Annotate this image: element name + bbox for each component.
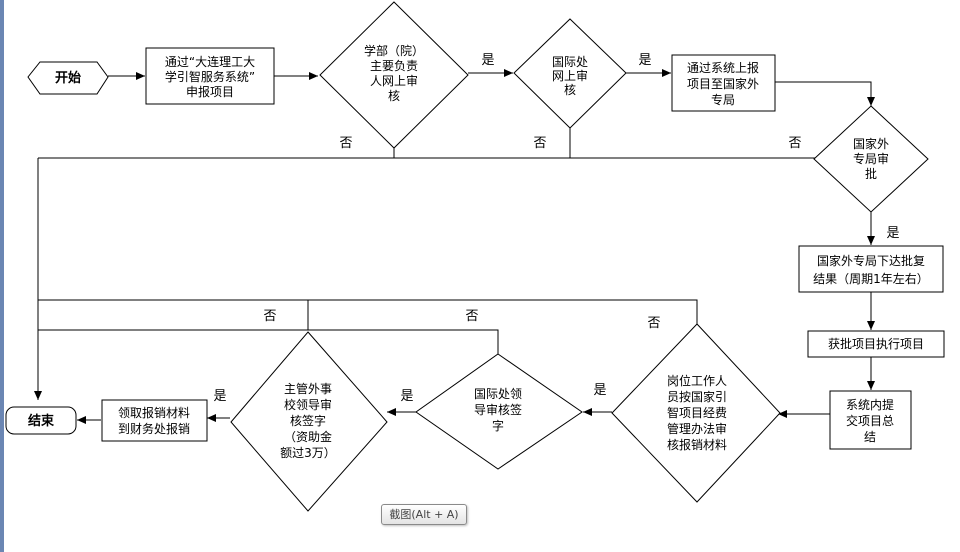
edge-labels: 是 是 是 是 是 是 否 否 否 否 否 否 <box>213 53 899 404</box>
leader-sign-line: 额过3万） <box>280 446 336 460</box>
intl-review-diamond: 国际处网上审核 <box>513 18 627 129</box>
dept-review-line: 核 <box>388 89 400 103</box>
bureau-approve-line: 国家外 <box>853 136 889 151</box>
summary-line: 系统内提 <box>846 397 894 412</box>
submit-box: 通过“大连理工大学引智服务系统”申报项目 <box>145 47 275 105</box>
finance-label: 领取报销材料到财务处报销 <box>118 405 190 436</box>
leader-sign-diamond: 主管外事校领导审核签字（资助金额过3万） <box>230 331 388 512</box>
connectors <box>34 69 875 424</box>
dept-review-diamond: 学部（院）主要负责人网上审核 <box>319 1 469 149</box>
no-label-intlsign: 否 <box>465 309 478 324</box>
yes-label-intlsign: 是 <box>400 389 413 404</box>
intl-sign-label: 国际处领导审核签字 <box>474 387 522 433</box>
start-label: 开始 <box>55 70 81 86</box>
leader-sign-line: 核签字 <box>290 413 326 428</box>
edge-intlsign-no <box>38 329 499 354</box>
intl-sign-line: 国际处领 <box>474 387 522 401</box>
staff-review-line: 智项目经费 <box>667 405 727 420</box>
submit-line: 学引智服务系统” <box>165 69 255 84</box>
screenshot-tooltip: 截图(Alt + A) <box>381 504 467 525</box>
intl-sign-diamond: 国际处领导审核签字 <box>415 353 583 470</box>
intl-review-label: 国际处网上审核 <box>552 55 588 97</box>
no-label-leader: 否 <box>263 309 276 324</box>
yes-label-leader: 是 <box>213 389 226 404</box>
result-box: 国家外专局下达批复结果（周期1年左右） <box>798 245 944 293</box>
staff-review-line: 管理办法审 <box>667 421 727 436</box>
no-label-intl: 否 <box>533 136 546 151</box>
result-label: 国家外专局下达批复结果（周期1年左右） <box>813 253 929 286</box>
bureau-approve-line: 专局审 <box>853 151 889 166</box>
finance-box: 领取报销材料到财务处报销 <box>101 399 208 442</box>
leader-sign-line: （资助金 <box>284 429 332 444</box>
yes-label-bureau: 是 <box>886 226 899 241</box>
intl-review-line: 网上审 <box>552 68 588 83</box>
report-label: 通过系统上报项目至国家外专局 <box>687 60 759 107</box>
finance-line: 领取报销材料 <box>118 405 190 420</box>
report-line: 专局 <box>711 92 735 107</box>
bureau-approve-label: 国家外专局审批 <box>853 136 889 181</box>
intl-review-line: 国际处 <box>552 55 588 69</box>
yes-label-staff: 是 <box>593 383 606 398</box>
summary-line: 结 <box>864 430 876 444</box>
report-line: 项目至国家外 <box>687 76 759 91</box>
yes-label-dept: 是 <box>481 53 494 68</box>
submit-line: 通过“大连理工大 <box>165 54 255 69</box>
submit-line: 申报项目 <box>186 84 234 99</box>
intl-sign-line: 导审核签 <box>474 402 522 417</box>
no-label-staff: 否 <box>647 316 660 331</box>
dept-review-line: 学部（院） <box>364 43 424 58</box>
staff-review-label: 岗位工作人员按国家引智项目经费管理办法审核报销材料 <box>667 373 727 452</box>
result-line: 结果（周期1年左右） <box>813 271 929 286</box>
execute-box: 获批项目执行项目 <box>807 330 945 358</box>
leader-sign-line: 主管外事 <box>284 381 332 396</box>
summary-line: 交项目总 <box>846 413 894 428</box>
staff-review-line: 岗位工作人 <box>667 373 727 388</box>
edge-staff-no <box>38 299 698 324</box>
staff-review-line: 核报销材料 <box>667 437 727 452</box>
end-label: 结束 <box>28 413 55 429</box>
result-line: 国家外专局下达批复 <box>817 253 925 268</box>
submit-label: 通过“大连理工大学引智服务系统”申报项目 <box>165 54 255 99</box>
intl-review-line: 核 <box>564 83 576 97</box>
leader-sign-label: 主管外事校领导审核签字（资助金额过3万） <box>280 381 336 460</box>
yes-label-intl: 是 <box>638 53 651 68</box>
summary-label: 系统内提交项目总结 <box>846 397 894 444</box>
intl-sign-line: 字 <box>492 418 504 433</box>
staff-review-diamond: 岗位工作人员按国家引智项目经费管理办法审核报销材料 <box>611 323 781 503</box>
no-label-dept: 否 <box>339 136 352 151</box>
summary-box: 系统内提交项目总结 <box>829 390 912 450</box>
dept-review-line: 人网上审 <box>370 73 418 88</box>
execute-label: 获批项目执行项目 <box>828 336 924 351</box>
staff-review-line: 员按国家引 <box>667 389 727 404</box>
edge-report-bureau <box>775 81 875 106</box>
dept-review-line: 主要负责 <box>370 59 418 73</box>
report-box: 通过系统上报项目至国家外专局 <box>671 54 776 112</box>
end-terminator: 结束 <box>5 406 77 435</box>
dept-review-label: 学部（院）主要负责人网上审核 <box>364 43 424 103</box>
start-terminator: 开始 <box>27 61 109 95</box>
window-edge <box>0 0 4 552</box>
bureau-approve-diamond: 国家外专局审批 <box>813 105 929 213</box>
leader-sign-line: 校领导审 <box>284 397 332 412</box>
bureau-approve-line: 批 <box>865 166 877 181</box>
finance-line: 到财务处报销 <box>118 421 190 436</box>
no-label-bureau: 否 <box>788 136 801 151</box>
report-line: 通过系统上报 <box>687 60 759 75</box>
